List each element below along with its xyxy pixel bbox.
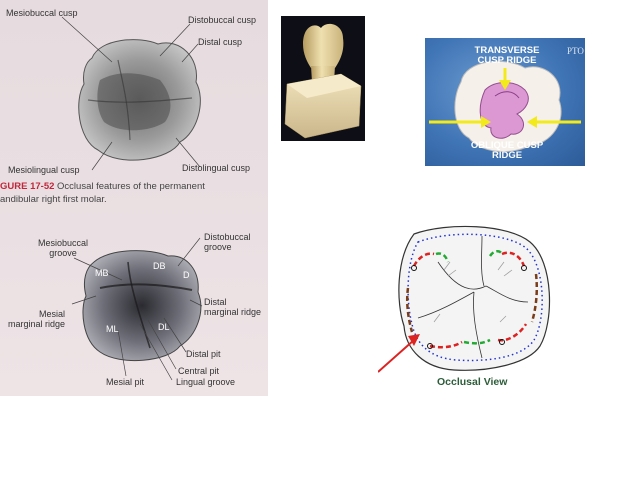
figure-caption-line1: GURE 17-52 Occlusal features of the perm… <box>0 181 205 192</box>
label-mesiobuccal-groove: Mesiobuccal groove <box>38 238 89 258</box>
tooth-model-photo <box>281 16 365 141</box>
transverse-cusp-ridge-label: TRANSVERSE CUSP RIDGE <box>474 45 540 66</box>
cusp-db-label: DB <box>153 261 166 271</box>
label-distolingual-cusp: Distolingual cusp <box>182 163 251 173</box>
figure-caption-line2: andibular right first molar. <box>0 194 107 205</box>
oblique-cusp-ridge-label: OBLIQUE CUSP RIDGE <box>470 140 544 161</box>
label-distobuccal-groove: Distobuccal groove <box>204 232 251 252</box>
tooth-model-image <box>284 23 362 139</box>
slide-logo: PTO <box>567 46 584 56</box>
tooth-illustration-top <box>61 16 203 381</box>
label-mesiolingual-cusp: Mesiolingual cusp <box>8 165 80 175</box>
label-distal-cusp: Distal cusp <box>198 37 243 47</box>
label-central-pit: Central pit <box>178 366 220 376</box>
figure-number: GURE 17-52 <box>0 181 55 192</box>
label-distal-marginal-ridge: Distal marginal ridge <box>204 297 262 317</box>
textbook-figure-photo: Mesiobuccal cusp Distobuccal cusp Distal… <box>0 0 268 396</box>
label-distobuccal-cusp: Distobuccal cusp <box>188 15 257 25</box>
label-distal-pit: Distal pit <box>186 349 221 359</box>
cusp-d-label: D <box>183 270 190 280</box>
label-mesiobuccal-cusp: Mesiobuccal cusp <box>6 8 78 18</box>
figure-caption-text: Occlusal features of the permanent <box>54 181 205 192</box>
cusp-ridge-illustration <box>429 60 581 152</box>
cusp-mb-label: MB <box>95 268 109 278</box>
label-mesial-marginal-ridge: Mesial marginal ridge <box>8 309 66 329</box>
cusp-ml-label: ML <box>106 324 119 334</box>
occlusal-view-drawing <box>377 225 551 373</box>
cusp-dl-label: DL <box>158 322 170 332</box>
occlusal-view-caption: Occlusal View <box>437 376 508 388</box>
occlusal-view-diagram <box>377 222 558 392</box>
cusp-ridge-slide: TRANSVERSE CUSP RIDGE OBLIQUE CUSP RIDGE… <box>425 38 585 166</box>
label-lingual-groove: Lingual groove <box>176 377 236 387</box>
label-mesial-pit: Mesial pit <box>106 377 145 387</box>
